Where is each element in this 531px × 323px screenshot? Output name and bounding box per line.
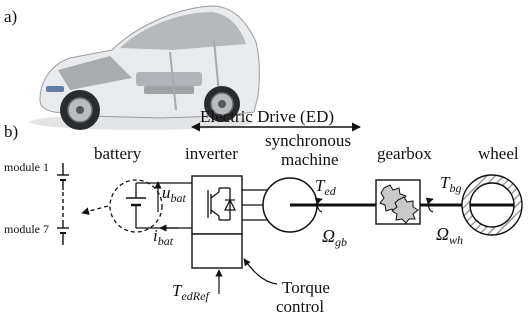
torque-control-line2: control (276, 297, 324, 316)
battery-stack: module 1 module 7 (4, 160, 69, 245)
machine-title-line1: synchronous (265, 131, 351, 150)
omega-wh-label: Ωwh (436, 224, 463, 247)
t-bg-arrow (425, 197, 434, 213)
module-bottom-label: module 7 (4, 222, 49, 236)
inverter-title: inverter (185, 144, 238, 163)
wheel-title: wheel (478, 144, 519, 163)
car-illustration (30, 5, 260, 130)
t-bg-label: Tbg (440, 173, 461, 195)
t-edref-label: TedRef (172, 281, 210, 303)
t-ed-label: Ted (315, 176, 337, 198)
panel-b-label: b) (4, 122, 18, 141)
battery-zoom-circle (109, 179, 163, 233)
gearbox-title: gearbox (377, 144, 432, 163)
battery-symbol (126, 182, 192, 229)
wheel-symbol (461, 174, 523, 236)
t-ed-arrow (314, 197, 323, 213)
electric-drive-label: Electric Drive (ED) (200, 107, 334, 126)
torque-control-line1: Torque (282, 278, 330, 297)
u-bat-label: ubat (162, 183, 187, 205)
torque-control-block (191, 233, 243, 269)
battery-title: battery (94, 144, 142, 163)
torque-control-pointer (243, 258, 278, 285)
omega-gb-label: Ωgb (322, 226, 347, 249)
module-top-label: module 1 (4, 160, 49, 174)
gearbox-block (375, 179, 421, 225)
inverter-block (191, 175, 243, 269)
i-bat-label: ibat (153, 226, 174, 248)
machine-title-line2: machine (281, 150, 339, 169)
panel-a-label: a) (4, 7, 17, 26)
battery-zoom-arrow (81, 205, 109, 215)
